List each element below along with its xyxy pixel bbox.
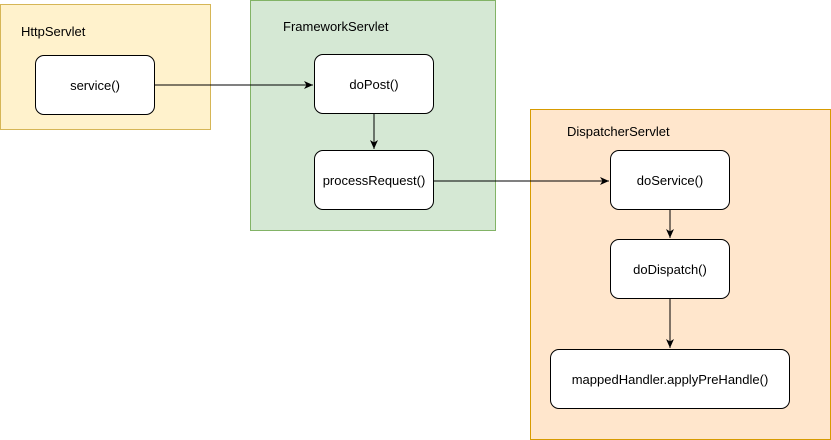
frameworkservlet-title: FrameworkServlet: [283, 19, 389, 34]
applyprehandle-node: mappedHandler.applyPreHandle(): [550, 349, 790, 409]
service-node: service(): [35, 55, 155, 115]
dodispatch-node: doDispatch(): [610, 239, 730, 299]
dispatcherservlet-title: DispatcherServlet: [567, 124, 670, 139]
doservice-node: doService(): [610, 150, 730, 210]
processrequest-node: processRequest(): [314, 150, 434, 210]
dopost-node: doPost(): [314, 54, 434, 114]
httpservlet-title: HttpServlet: [21, 24, 86, 39]
